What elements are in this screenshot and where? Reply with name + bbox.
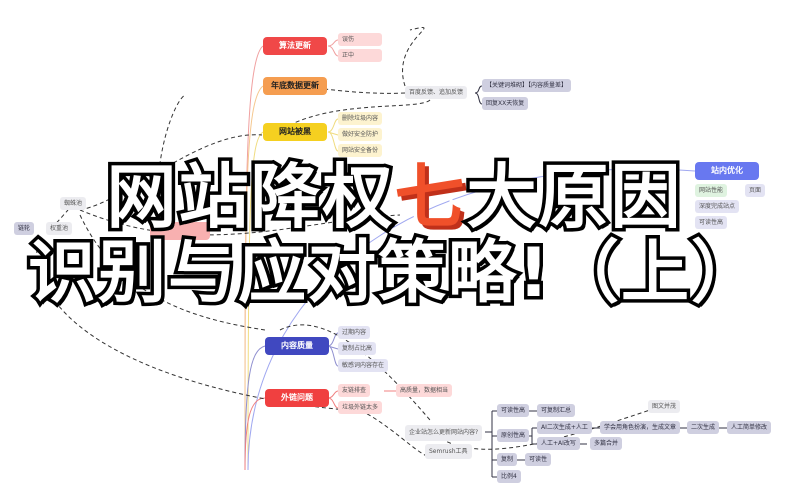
branch-year-end-data[interactable]: 年底数据更新 xyxy=(263,77,327,95)
node-delete-spam[interactable]: 删除垃圾内容 xyxy=(338,112,383,125)
node-outdated[interactable]: 过期内容 xyxy=(338,326,371,339)
node-link-wheel[interactable]: 链轮 xyxy=(14,222,35,235)
branch-hacked[interactable]: 网站被黑 xyxy=(263,123,327,141)
node-copy-readable[interactable]: 可读性 xyxy=(525,453,552,466)
node-backup[interactable]: 网站安全备份 xyxy=(338,144,383,157)
branch-link-issues[interactable]: 外链问题 xyxy=(265,389,329,407)
node-onsite-readable[interactable]: 可读性高 xyxy=(695,216,728,229)
node-copy-summary[interactable]: 可复制汇总 xyxy=(537,404,576,417)
node-manual-edit[interactable]: 人工简单修改 xyxy=(727,421,772,434)
node-original[interactable]: 原创性高 xyxy=(497,429,530,442)
node-weight-pool[interactable]: 权重池 xyxy=(46,222,73,235)
node-update-question[interactable]: 企业站怎么更新网站内容? xyxy=(405,425,483,441)
node-page[interactable]: 页面 xyxy=(745,184,766,197)
branch-hidden[interactable] xyxy=(150,222,210,240)
branch-onsite-optimization[interactable]: 站内优化 xyxy=(695,162,759,180)
title-line-1: 网站降权七大原因 xyxy=(0,159,789,236)
node-depth[interactable]: 深度完成站点 xyxy=(695,200,740,213)
title-line-2: 识别与应对策略!（上） xyxy=(24,234,762,313)
branch-content-quality[interactable]: 内容质量 xyxy=(265,337,329,355)
node-readable[interactable]: 可读性高 xyxy=(497,404,530,417)
node-misjudged[interactable]: 误伤 xyxy=(338,33,382,46)
node-feedback-recovery[interactable]: 回复XX天恢复 xyxy=(482,97,529,110)
node-regenerate[interactable]: 二次生成 xyxy=(687,421,720,434)
node-merge[interactable]: 多篇合并 xyxy=(590,437,623,450)
node-sensitive[interactable]: 敏感词内容存在 xyxy=(338,359,389,372)
node-friend-links[interactable]: 友链排查 xyxy=(338,384,371,397)
node-performance[interactable]: 网站性能 xyxy=(695,184,728,197)
node-semrush[interactable]: Semrush工具 xyxy=(425,444,472,459)
node-spider-pool[interactable]: 蜘蛛池 xyxy=(60,197,87,210)
node-human-ai[interactable]: 人工+AI改写 xyxy=(537,437,580,450)
node-hit[interactable]: 正中 xyxy=(338,49,382,62)
node-copy[interactable]: 复制 xyxy=(497,453,518,466)
node-ai[interactable]: AI二次生成+人工 xyxy=(537,421,592,434)
node-quality-links[interactable]: 高质量，数据相当 xyxy=(396,384,453,397)
node-duplicate[interactable]: 复制占比高 xyxy=(338,342,377,355)
branch-algorithm-update[interactable]: 算法更新 xyxy=(263,37,327,55)
node-security[interactable]: 做好安全防护 xyxy=(338,128,383,141)
node-roleplay[interactable]: 学会用角色扮演，生成文章 xyxy=(600,421,681,434)
node-spam-links[interactable]: 垃圾外链太多 xyxy=(338,401,383,414)
title-seven: 七 xyxy=(391,156,468,238)
title-part: 大原因 xyxy=(463,156,684,238)
node-feedback[interactable]: 百度反馈、追加反馈 xyxy=(405,86,468,99)
node-feedback-keywords[interactable]: 【关键词堆砌】【内容质量差】 xyxy=(482,79,572,92)
node-pics[interactable]: 图文并茂 xyxy=(648,400,681,413)
node-ratio[interactable]: 比例4 xyxy=(497,470,521,483)
title-part: 网站降权 xyxy=(103,156,396,238)
